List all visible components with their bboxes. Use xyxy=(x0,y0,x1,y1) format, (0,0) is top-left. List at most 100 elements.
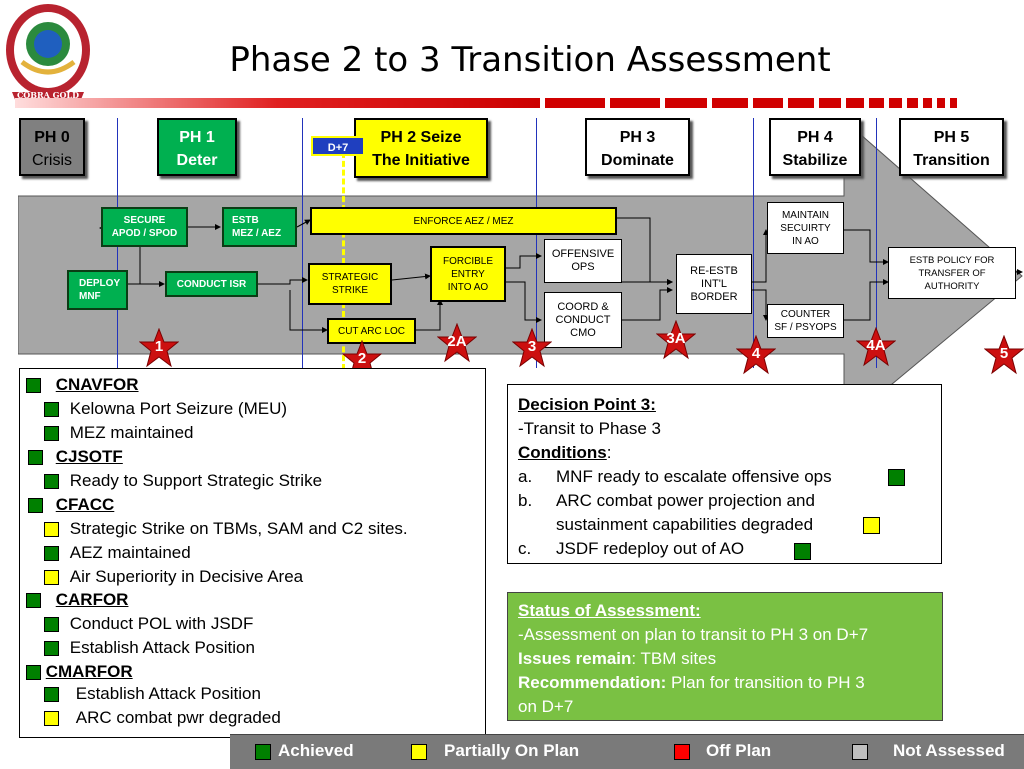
phase-5-box[interactable]: PH 5 Transition xyxy=(899,118,1004,176)
task-counter-sf-psyops[interactable]: COUNTER SF / PSYOPS xyxy=(767,304,844,338)
task-label: ENFORCE AEZ / MEZ xyxy=(413,215,514,227)
phase-4-box[interactable]: PH 4 Stabilize xyxy=(769,118,861,176)
task-conduct-isr[interactable]: CONDUCT ISR xyxy=(165,271,258,297)
star-label: 5 xyxy=(999,345,1009,362)
decision-point-star-3a[interactable]: 3A xyxy=(656,320,696,360)
status-item: Establish Attack Position xyxy=(44,638,255,658)
task-label: SF / PSYOPS xyxy=(774,322,837,333)
status-square xyxy=(44,474,59,490)
item-text: Establish Attack Position xyxy=(69,638,255,657)
dp3-conditions-colon: : xyxy=(606,443,612,462)
condition-text: MNF ready to escalate offensive ops xyxy=(556,467,832,486)
task-label: IN AO xyxy=(792,235,819,247)
phase-3-box[interactable]: PH 3 Dominate xyxy=(585,118,690,176)
group-head: CNAVFOR xyxy=(55,375,139,394)
task-deploy-mnf[interactable]: DEPLOY MNF xyxy=(67,270,128,310)
phase-name: Dominate xyxy=(601,152,674,169)
status-square xyxy=(44,641,59,657)
status-square xyxy=(44,426,59,442)
legend-bar: Achieved Partially On Plan Off Plan Not … xyxy=(230,734,1024,769)
task-estb-mez-aez[interactable]: ESTB MEZ / AEZ xyxy=(222,207,297,247)
group-cfacc: CFACC xyxy=(28,495,114,515)
task-label: ESTB POLICY FOR xyxy=(909,254,995,266)
task-offensive-ops[interactable]: OFFENSIVE OPS xyxy=(544,239,622,283)
group-head: CJSOTF xyxy=(55,447,123,466)
condition-text-2: sustainment capabilities degraded xyxy=(556,515,814,534)
status-square xyxy=(44,711,59,727)
task-label: CONDUCT xyxy=(555,313,611,326)
dp3-condition-c: c. JSDF redeploy out of AO xyxy=(518,537,931,561)
item-text: Establish Attack Position xyxy=(75,684,261,703)
decision-point-star-2a[interactable]: 2A xyxy=(437,323,477,363)
legend-offplan-swatch xyxy=(674,744,690,760)
task-enforce-aez-mez[interactable]: ENFORCE AEZ / MEZ xyxy=(310,207,617,235)
status-square xyxy=(44,570,59,586)
task-label: AUTHORITY xyxy=(924,280,980,292)
phase-2-box[interactable]: PH 2 Seize The Initiative xyxy=(354,118,488,178)
status-item: Strategic Strike on TBMs, SAM and C2 sit… xyxy=(44,519,408,539)
status-heading: Status of Assessment: xyxy=(518,601,701,620)
task-cut-arc-loc[interactable]: CUT ARC LOC xyxy=(327,318,416,344)
phase-0-box[interactable]: PH 0 Crisis xyxy=(19,118,85,176)
task-maintain-security[interactable]: MAINTAIN SECUIRTY IN AO xyxy=(767,202,844,254)
task-label: TRANSFER OF xyxy=(918,267,986,279)
status-square xyxy=(26,665,41,681)
status-issues-row: Issues remain: TBM sites xyxy=(518,647,932,671)
star-label: 4 xyxy=(751,345,761,362)
task-forcible-entry[interactable]: FORCIBLE ENTRY INTO AO xyxy=(430,246,506,302)
task-label: CUT ARC LOC xyxy=(337,325,406,337)
phase-name: The Initiative xyxy=(372,152,470,169)
task-label: BORDER xyxy=(690,290,738,303)
title-underline-bar xyxy=(15,96,1024,108)
task-secure-apod-spod[interactable]: SECURE APOD / SPOD xyxy=(101,207,188,247)
decision-point-star-3[interactable]: 3 xyxy=(512,328,552,368)
phase-divider xyxy=(876,118,877,368)
decision-point-star-4a[interactable]: 4A xyxy=(856,327,896,367)
legend-partial-label: Partially On Plan xyxy=(444,741,580,760)
group-cmarfor: CMARFOR xyxy=(26,662,133,682)
phase-name: Transition xyxy=(913,152,990,169)
legend-notassessed-label: Not Assessed xyxy=(893,741,1005,760)
item-text: Strategic Strike on TBMs, SAM and C2 sit… xyxy=(69,519,408,538)
task-label: DEPLOY xyxy=(79,278,121,289)
task-label: COUNTER xyxy=(780,309,831,320)
decision-point-3-box: Decision Point 3: -Transit to Phase 3 Co… xyxy=(507,384,942,564)
task-strategic-strike[interactable]: STRATEGIC STRIKE xyxy=(308,263,392,305)
condition-text: JSDF redeploy out of AO xyxy=(556,539,745,558)
status-square xyxy=(28,498,43,514)
task-label: FORCIBLE xyxy=(442,255,493,267)
status-square xyxy=(44,617,59,633)
item-text: AEZ maintained xyxy=(69,543,191,562)
condition-marker: a. xyxy=(518,467,533,486)
phase-divider xyxy=(753,118,754,368)
phase-code: PH 0 xyxy=(34,129,70,146)
phase-name: Crisis xyxy=(32,152,72,169)
status-square xyxy=(44,522,59,538)
phase-code: PH 3 xyxy=(619,129,656,146)
cobra-gold-logo: COBRA GOLD 2013 xyxy=(2,2,94,110)
task-estb-policy[interactable]: ESTB POLICY FOR TRANSFER OF AUTHORITY xyxy=(888,247,1016,299)
dp3-condition-b: b. ARC combat power projection and xyxy=(518,489,931,513)
phase-name: Stabilize xyxy=(782,152,848,169)
phase-code: PH 1 xyxy=(179,129,215,146)
phase-1-box[interactable]: PH 1 Deter xyxy=(157,118,237,176)
group-cnavfor: CNAVFOR xyxy=(26,375,139,395)
status-square xyxy=(44,546,59,562)
star-label: 2A xyxy=(447,333,467,350)
task-coord-conduct-cmo[interactable]: COORD & CONDUCT CMO xyxy=(544,292,622,348)
d-plus-7-marker-line xyxy=(342,152,345,370)
task-label: CONDUCT ISR xyxy=(176,278,247,290)
task-label: STRIKE xyxy=(331,285,369,296)
dp3-conditions-label: Conditions xyxy=(518,443,607,462)
dp3-heading: Decision Point 3: xyxy=(518,395,656,414)
decision-point-star-4[interactable]: 4 xyxy=(736,335,776,375)
item-text: ARC combat pwr degraded xyxy=(75,708,281,727)
decision-point-star-5[interactable]: 5 xyxy=(984,335,1024,375)
phase-code: PH 4 xyxy=(797,129,833,146)
decision-point-star-1[interactable]: 1 xyxy=(139,328,179,368)
task-label: INTO AO xyxy=(447,281,489,293)
task-reestb-border[interactable]: RE-ESTB INT'L BORDER xyxy=(676,254,752,314)
dp3-condition-a: a. MNF ready to escalate offensive ops xyxy=(518,465,931,489)
task-label: MEZ / AEZ xyxy=(232,228,282,239)
